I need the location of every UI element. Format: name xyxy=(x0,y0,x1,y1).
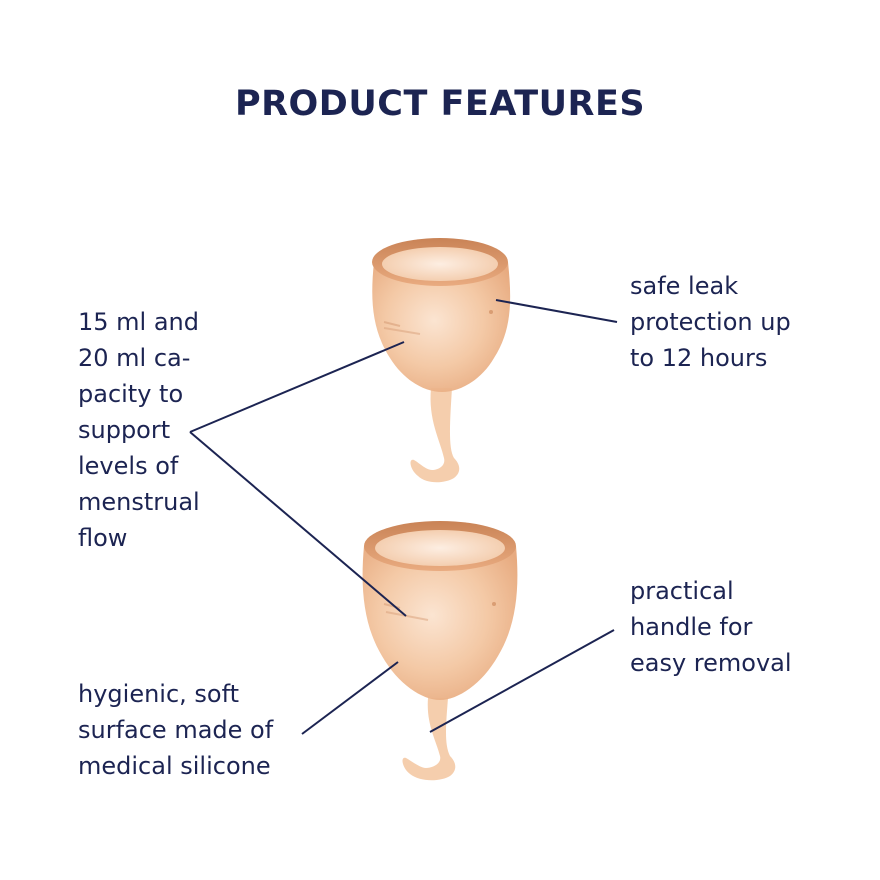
feature-surface: hygienic, soft surface made of medical s… xyxy=(78,680,274,780)
callout-lines xyxy=(189,299,618,735)
menstrual-cup-icon xyxy=(372,238,511,483)
feature-handle: practical handle for easy removal xyxy=(630,577,792,677)
callout-line-leak xyxy=(495,299,618,323)
callout-line-capacity-bottom xyxy=(189,431,407,617)
callout-line-surface xyxy=(301,661,399,735)
feature-leak-protection: safe leak protection up to 12 hours xyxy=(630,272,791,372)
callout-line-capacity-top xyxy=(189,341,405,433)
page-title: PRODUCT FEATURES xyxy=(234,84,646,124)
feature-capacity: 15 ml and 20 ml ca- pacity to support le… xyxy=(78,308,200,552)
menstrual-cup-icon xyxy=(362,521,518,781)
callout-line-handle xyxy=(429,629,615,733)
